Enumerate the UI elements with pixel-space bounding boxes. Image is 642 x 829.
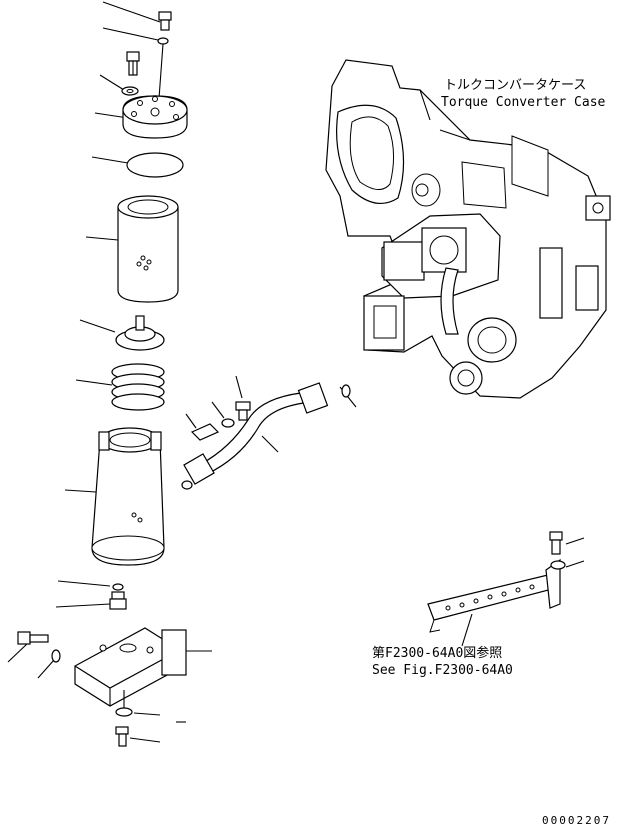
part-gasket: [91, 152, 184, 178]
reference-label-japanese: 第F2300-64A0図参照: [372, 645, 502, 661]
part-hose-washer: [211, 401, 235, 428]
part-bracket: [74, 627, 212, 707]
part-ref-bolt: [549, 531, 585, 555]
part-ref-washer: [550, 560, 585, 570]
part-hose: [183, 382, 329, 485]
part-oring-case: [339, 384, 357, 408]
part-lower-bolt: [115, 721, 186, 747]
part-spring: [75, 363, 165, 411]
part-lower-washer: [115, 690, 161, 717]
part-hose-clamp: [185, 413, 220, 441]
case-label-english: Torque Converter Case: [441, 95, 606, 110]
part-bracket-bolt: [7, 631, 49, 663]
drawing-number: 00002207: [542, 814, 611, 827]
part-bracket-washer: [37, 649, 61, 679]
part-oring-hose: [181, 480, 193, 490]
torque-converter-case-illustration: [325, 59, 611, 399]
part-hose-bolt: [235, 375, 251, 421]
part-filter-head: [94, 95, 188, 139]
part-bolt-top: [102, 1, 172, 31]
part-reference-bracket: [427, 558, 561, 647]
part-bolt-2: [126, 51, 140, 76]
part-filter-element: [85, 195, 179, 303]
part-filter-case: [64, 427, 165, 566]
case-label-japanese: トルクコンバータケース: [444, 78, 586, 93]
part-oring-bottom: [57, 580, 124, 591]
part-oring-small-top: [102, 27, 169, 45]
part-washer-2: [99, 74, 139, 96]
part-plug: [55, 591, 127, 610]
part-valve: [79, 315, 165, 351]
reference-label-english: See Fig.F2300-64A0: [372, 663, 513, 678]
